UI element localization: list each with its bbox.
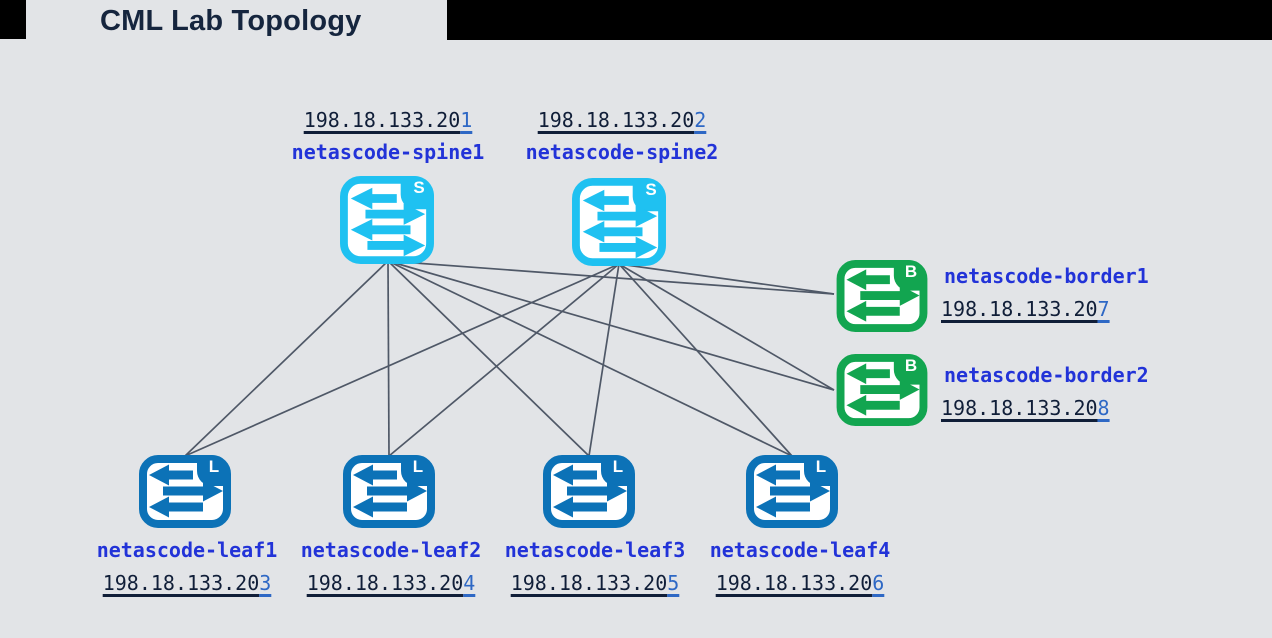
- node-hostname: netascode-leaf1: [96, 538, 278, 562]
- node-ip[interactable]: 198.18.133.208: [941, 396, 1110, 420]
- spine2-labels: 198.18.133.202 netascode-spine2: [512, 108, 732, 165]
- header-bar-left-segment: [0, 0, 26, 39]
- node-icon-netascode-leaf2[interactable]: L: [341, 453, 437, 530]
- link-line-spine1-border2: [387, 260, 835, 391]
- node-icon-netascode-leaf3[interactable]: L: [541, 453, 637, 530]
- node-ip[interactable]: 198.18.133.202: [537, 108, 707, 132]
- node-ip[interactable]: 198.18.133.205: [510, 571, 680, 595]
- node-icon-netascode-spine2[interactable]: S: [568, 176, 670, 268]
- node-icon-netascode-leaf1[interactable]: L: [137, 453, 233, 530]
- border2-labels: netascode-border2 198.18.133.208: [941, 363, 1149, 420]
- spacer: [281, 563, 501, 571]
- leaf-role-badge: L: [815, 457, 827, 476]
- page-title: CML Lab Topology: [100, 5, 362, 37]
- node-hostname: netascode-leaf3: [504, 538, 686, 562]
- header-bar-right-segment: [447, 0, 1272, 40]
- node-hostname: netascode-border2: [944, 363, 1149, 387]
- spine1-labels: 198.18.133.201 netascode-spine1: [278, 108, 498, 165]
- node-icon-netascode-border1[interactable]: B: [834, 258, 930, 334]
- spacer: [941, 388, 1149, 396]
- link-line-spine1-leaf4: [387, 260, 793, 457]
- link-line-spine2-leaf2: [388, 263, 620, 457]
- leaf3-labels: netascode-leaf3 198.18.133.205: [485, 538, 705, 595]
- node-ip[interactable]: 198.18.133.203: [102, 571, 272, 595]
- spine-role-badge: S: [413, 178, 425, 197]
- leaf1-labels: netascode-leaf1 198.18.133.203: [77, 538, 297, 595]
- leaf-role-badge: L: [412, 457, 424, 476]
- node-ip[interactable]: 198.18.133.207: [941, 297, 1110, 321]
- link-line-spine2-leaf4: [618, 263, 793, 457]
- node-hostname: netascode-spine2: [525, 140, 719, 164]
- spacer: [485, 563, 705, 571]
- leaf-role-badge: L: [208, 457, 220, 476]
- node-hostname: netascode-leaf4: [709, 538, 891, 562]
- border1-labels: netascode-border1 198.18.133.207: [941, 264, 1149, 321]
- node-hostname: netascode-leaf2: [300, 538, 482, 562]
- node-icon-netascode-spine1[interactable]: S: [336, 174, 438, 266]
- node-ip[interactable]: 198.18.133.204: [306, 571, 476, 595]
- link-line-spine2-border1: [618, 263, 835, 295]
- link-line-spine1-border1: [387, 260, 835, 295]
- title-tab: CML Lab Topology: [26, 0, 447, 40]
- leaf2-labels: netascode-leaf2 198.18.133.204: [281, 538, 501, 595]
- node-hostname: netascode-border1: [944, 264, 1149, 288]
- spacer: [941, 289, 1149, 297]
- spacer: [77, 563, 297, 571]
- link-line-spine2-leaf1: [184, 263, 620, 457]
- link-line-spine2-leaf3: [588, 263, 620, 457]
- spacer: [512, 132, 732, 140]
- link-line-spine1-leaf2: [387, 260, 390, 457]
- spacer: [278, 132, 498, 140]
- border-role-badge: B: [904, 262, 918, 281]
- border-role-badge: B: [904, 356, 918, 375]
- leaf-role-badge: L: [612, 457, 624, 476]
- node-icon-netascode-border2[interactable]: B: [834, 352, 930, 428]
- node-icon-netascode-leaf4[interactable]: L: [744, 453, 840, 530]
- spacer: [690, 563, 910, 571]
- link-line-spine1-leaf1: [184, 260, 389, 457]
- header-bar: CML Lab Topology: [0, 0, 1272, 40]
- link-line-spine1-leaf3: [387, 260, 590, 457]
- node-hostname: netascode-spine1: [291, 140, 485, 164]
- node-ip[interactable]: 198.18.133.201: [303, 108, 473, 132]
- node-ip[interactable]: 198.18.133.206: [715, 571, 885, 595]
- link-line-spine2-border2: [618, 263, 835, 391]
- leaf4-labels: netascode-leaf4 198.18.133.206: [690, 538, 910, 595]
- spine-role-badge: S: [645, 180, 657, 199]
